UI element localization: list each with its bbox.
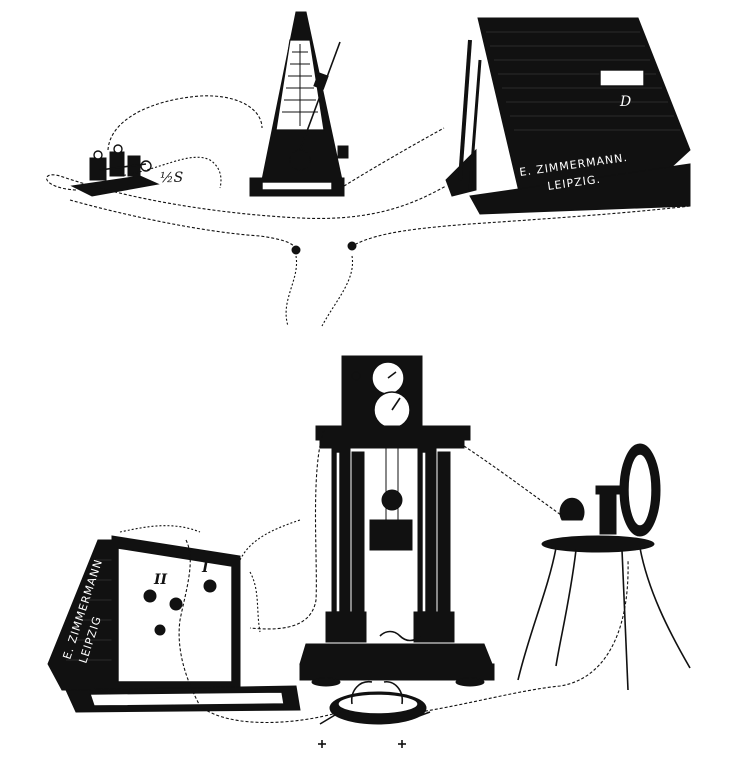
commutator-switch	[318, 680, 431, 748]
terminal-left	[291, 245, 301, 255]
metronome	[249, 11, 349, 197]
chronoscope	[299, 355, 495, 687]
coil-mark-2: II	[153, 572, 168, 588]
terminal-right	[347, 241, 357, 251]
sender-mark-label: ½S	[160, 170, 183, 186]
apparatus-table	[517, 443, 691, 691]
bottom-coiled-wires	[119, 429, 629, 723]
tilted-induction-box	[47, 535, 301, 713]
top-coiled-wires	[46, 95, 691, 327]
box-mark-d-label: D	[619, 94, 631, 110]
coil-mark-1: I	[201, 560, 209, 576]
induction-coil-box	[445, 17, 691, 215]
telegraph-key	[70, 144, 160, 197]
